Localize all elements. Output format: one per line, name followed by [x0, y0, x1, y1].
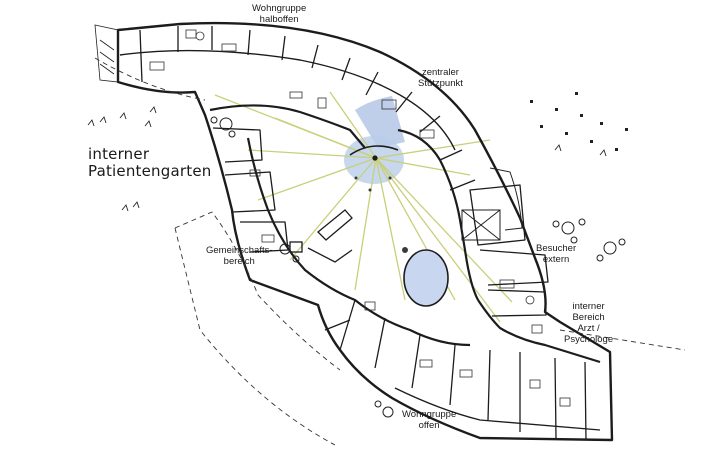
- label-line: Wohngruppe: [402, 409, 457, 420]
- label-wohngruppe-halboffen: Wohngruppe halboffen: [252, 3, 307, 26]
- top-left-wedge: [94, 24, 119, 83]
- courtyard-lamps: [354, 176, 408, 253]
- site-boundary: [94, 57, 686, 446]
- courtyard-pond: [403, 249, 449, 307]
- label-wohngruppe-offen: Wohngruppe offen: [402, 409, 457, 432]
- garden-plants: [87, 106, 607, 212]
- label-zentraler-stuetzpunkt: zentraler Stützpunkt: [418, 67, 463, 90]
- label-line: bereich: [223, 255, 255, 267]
- station-pivot: [372, 155, 378, 161]
- label-gemeinschaftsbereich: Gemeinschafts- bereich: [206, 245, 273, 268]
- label-line: Besucher: [536, 243, 577, 254]
- label-line: Stützpunkt: [418, 77, 463, 89]
- room-furniture: [149, 29, 571, 407]
- label-line: Psychologe: [564, 333, 614, 345]
- label-line: halboffen: [259, 13, 299, 25]
- stair-block: [461, 167, 523, 241]
- label-line: interner: [88, 145, 150, 163]
- central-furniture: [289, 209, 353, 263]
- building-walls: [116, 21, 614, 442]
- label-line: zentraler: [421, 67, 459, 78]
- label-line: Bereich: [572, 311, 605, 323]
- outdoor-trees: [530, 92, 628, 151]
- label-interner-bereich: interner Bereich Arzt / Psychologe: [564, 301, 614, 346]
- station-desk: [349, 145, 399, 156]
- label-line: interner: [572, 301, 605, 312]
- label-line: Gemeinschafts-: [206, 245, 273, 256]
- label-line: Patientengarten: [88, 162, 212, 181]
- label-interner-patientengarten: interner Patientengarten: [88, 145, 212, 181]
- label-besucher-extern: Besucher extern: [536, 243, 577, 266]
- outdoor-furniture: [210, 116, 626, 418]
- label-line: extern: [542, 253, 570, 265]
- sightlines: [214, 91, 513, 323]
- label-line: Wohngruppe: [252, 3, 307, 14]
- label-line: Arzt /: [577, 322, 600, 334]
- label-line: offen: [418, 419, 440, 431]
